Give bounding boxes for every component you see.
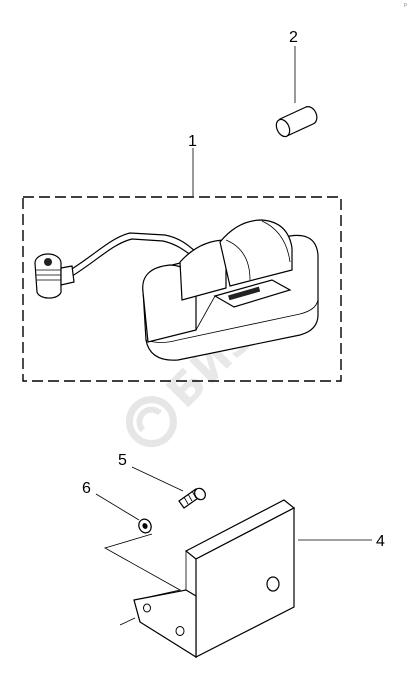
callout-5: 5 — [118, 452, 127, 469]
part-4-mounting-bracket — [103, 499, 372, 659]
part-6-washer — [95, 493, 152, 534]
callout-4: 4 — [376, 533, 385, 550]
leader-line-6 — [95, 493, 140, 521]
part-5-bolt — [131, 466, 206, 509]
part-2-cylinder-pin — [275, 46, 318, 138]
assembly-boundary — [22, 196, 342, 382]
leader-line-5 — [131, 466, 184, 492]
callout-6: 6 — [82, 480, 91, 497]
corner-mark: p — [404, 2, 407, 8]
callout-1: 1 — [188, 133, 197, 150]
callout-2: 2 — [289, 29, 298, 46]
part-1-sensor-assembly — [22, 148, 342, 382]
connector-plug-icon — [34, 253, 75, 299]
